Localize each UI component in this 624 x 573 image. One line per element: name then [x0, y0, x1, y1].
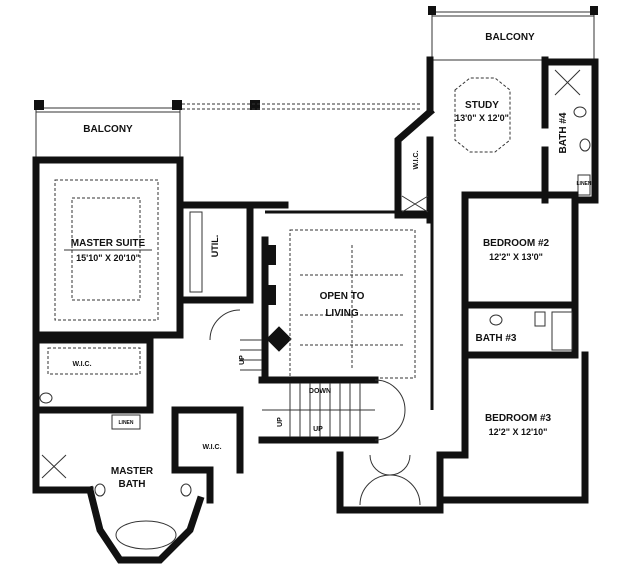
bath-3: BATH #3: [461, 301, 579, 359]
entry-bay: [336, 451, 444, 514]
master-bath: MASTER BATH: [32, 392, 214, 564]
balcony-left: BALCONY: [34, 100, 420, 161]
master-wic: W.I.C. LINEN: [32, 336, 154, 430]
stairs-up-left-label: UP: [239, 355, 246, 365]
study-label: STUDY: [465, 100, 499, 111]
balcony-top-label: BALCONY: [485, 32, 535, 43]
linen-bath4-label: LINEN: [577, 181, 592, 187]
stairs-down-label: DOWN: [309, 388, 331, 395]
bath-4: LINEN BATH #4: [541, 58, 599, 204]
master-wic-label: W.I.C.: [72, 361, 91, 368]
stairs-up-label: UP: [313, 426, 323, 433]
balcony-left-label: BALCONY: [83, 124, 133, 135]
bedroom3-dims: 12'2" X 12'10": [489, 427, 548, 437]
bath4-label: BATH #4: [558, 112, 569, 153]
stairs-up-side-label: UP: [277, 417, 284, 427]
bedroom-2: BEDROOM #2 12'2" X 13'0": [461, 191, 579, 309]
bedroom2-label: BEDROOM #2: [483, 238, 550, 249]
master-suite-label: MASTER SUITE: [71, 238, 146, 249]
master-bath-label-2: BATH: [118, 479, 145, 490]
study-wic-label: W.I.C.: [413, 150, 420, 169]
bedroom3-label: BEDROOM #3: [485, 413, 552, 424]
util-label: UTIL.: [210, 235, 220, 258]
study-dims: 13'0" X 12'0": [455, 113, 509, 123]
bath-wic: W.I.C.: [171, 406, 244, 474]
bath3-label: BATH #3: [476, 333, 517, 344]
master-bath-label-1: MASTER: [111, 466, 154, 477]
fireplace: [261, 236, 292, 384]
study-wic: W.I.C.: [394, 107, 435, 219]
bedroom2-dims: 12'2" X 13'0": [489, 252, 543, 262]
master-suite-dims: 15'10" X 20'10": [76, 253, 140, 263]
bedroom-3: BEDROOM #3 12'2" X 12'10": [436, 351, 589, 504]
util-room: UTIL.: [176, 201, 289, 341]
study: STUDY 13'0" X 12'0": [426, 56, 549, 224]
living-label: LIVING: [325, 308, 359, 319]
balcony-top: BALCONY: [428, 6, 598, 61]
master-suite: MASTER SUITE 15'10" X 20'10": [32, 156, 184, 339]
open-to-label: OPEN TO: [320, 291, 365, 302]
master-linen-label: LINEN: [119, 420, 134, 426]
stairs: DOWN UP UP UP: [239, 339, 406, 444]
bath-wic-label: W.I.C.: [202, 444, 221, 451]
